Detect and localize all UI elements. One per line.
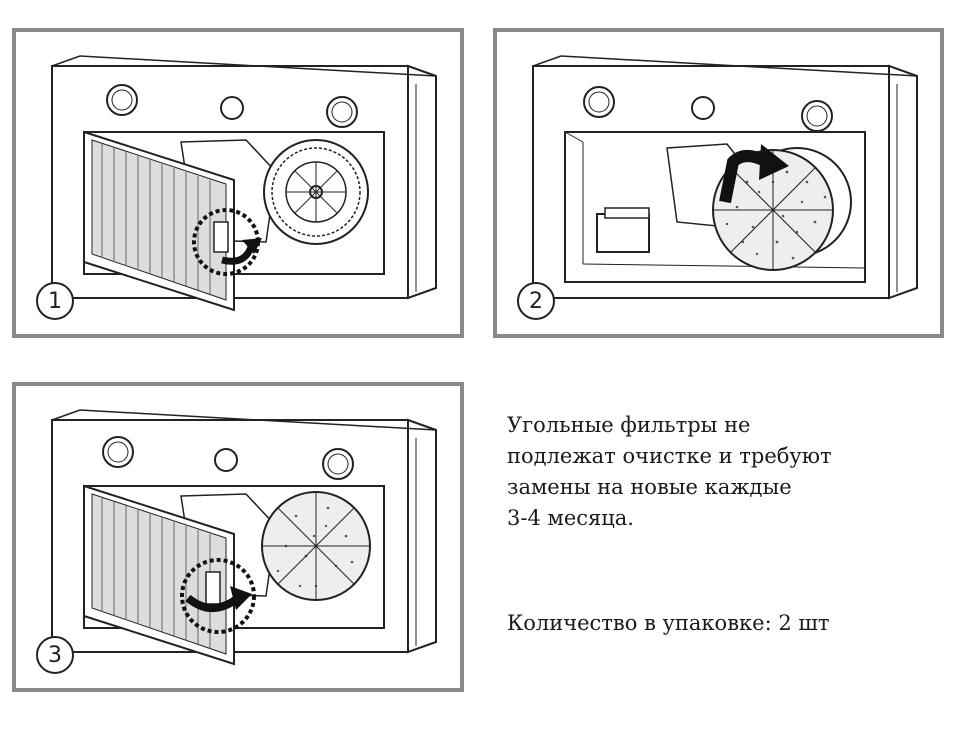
maintenance-note: Угольные фильтры не подлежат очистке и т… [507, 410, 947, 534]
step-3-illustration [51, 409, 437, 666]
step-number-badge: 3 [36, 636, 74, 674]
step-2-illustration [532, 55, 918, 300]
note-line: замены на новые каждые [507, 475, 792, 499]
step-1-illustration [51, 55, 437, 312]
step-number-badge: 2 [517, 282, 555, 320]
step-3-panel: 3 [12, 382, 464, 692]
note-line: подлежат очистке и требуют [507, 444, 832, 468]
step-1-panel: 1 [12, 28, 464, 338]
package-quantity: Количество в упаковке: 2 шт [507, 611, 830, 635]
note-line: Угольные фильтры не [507, 413, 751, 437]
step-2-panel: 2 [493, 28, 944, 338]
step-number-badge: 1 [36, 282, 74, 320]
note-line: 3-4 месяца. [507, 506, 634, 530]
